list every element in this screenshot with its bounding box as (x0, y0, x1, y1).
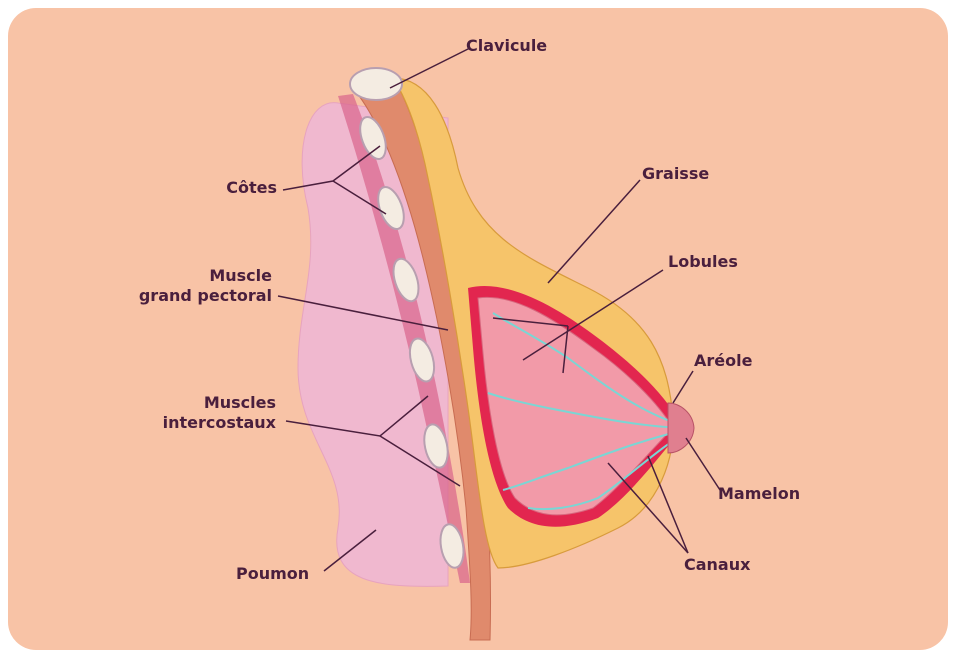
label-poumon: Poumon (236, 564, 309, 584)
label-clavicule: Clavicule (466, 36, 547, 56)
label-cotes: Côtes (213, 178, 277, 198)
clavicle-bone (350, 68, 402, 100)
label-muscle-line2: grand pectoral (128, 286, 272, 306)
label-muscle-line1: Muscle (128, 266, 272, 286)
label-intercostaux-line2: intercostaux (148, 413, 276, 433)
label-intercostaux-line1: Muscles (148, 393, 276, 413)
label-areole: Aréole (694, 351, 752, 371)
label-mamelon: Mamelon (718, 484, 800, 504)
label-canaux: Canaux (684, 555, 750, 575)
label-muscle-grand-pectoral: Muscle grand pectoral (128, 266, 272, 306)
diagram-canvas: Clavicule Côtes Muscle grand pectoral Mu… (8, 8, 948, 650)
label-muscles-intercostaux: Muscles intercostaux (148, 393, 276, 433)
label-graisse: Graisse (642, 164, 709, 184)
breast-anatomy-illustration (8, 8, 948, 650)
label-lobules: Lobules (668, 252, 738, 272)
